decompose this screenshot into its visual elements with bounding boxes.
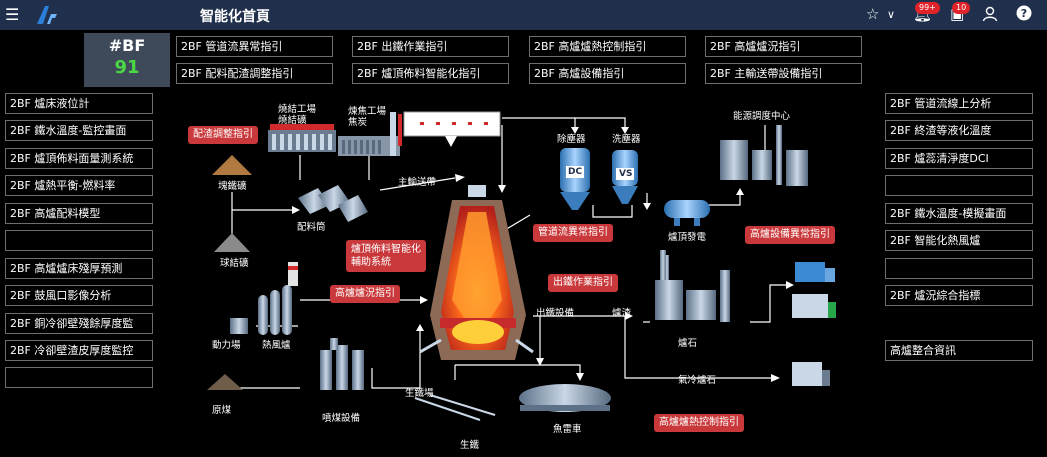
bell-icon[interactable]: 🔔︎ 99+ [913,2,940,23]
svg-text:?: ? [1021,7,1027,20]
callout-burden-top[interactable]: 爐頂佈料智能化 輔助系統 [346,240,426,272]
message-badge: 10 [952,2,971,14]
callout-heat-control[interactable]: 高爐爐熱控制指引 [654,414,744,432]
scrubber-graphic [612,150,638,204]
label-power-plant: 動力場 [212,340,241,351]
top-btn-heat-control[interactable]: 2BF 高爐爐熱控制指引 [529,36,686,57]
pci-equipment-graphic [320,338,364,390]
label-scrubber: 洗塵器 [612,134,641,145]
right-btn-bf-integrated-info[interactable]: 高爐整合資訊 [885,340,1033,361]
left-btn-tuyere-image[interactable]: 2BF 鼓風口影像分析 [5,285,153,306]
truck-top-graphic [792,262,836,386]
slag-plant-graphic [655,250,730,322]
left-btn-burden-model[interactable]: 2BF 高爐配料模型 [5,203,153,224]
arrow-heads [292,127,794,382]
energy-center-graphic [720,125,808,186]
power-plant-graphic [230,318,248,334]
label-vs: VS [619,169,633,179]
chevron-down-icon[interactable]: ∨ [887,8,896,21]
proportioning-bin-graphic [298,185,368,222]
top-btn-bf-condition[interactable]: 2BF 高爐爐況指引 [705,36,862,57]
help-icon[interactable]: ? [1016,5,1032,21]
left-btn-hot-metal-temp-monitor[interactable]: 2BF 鐵水溫度-監控畫面 [5,120,153,141]
right-btn-hot-metal-sim[interactable]: 2BF 鐵水溫度-模擬畫面 [885,203,1033,224]
label-energy-center: 能源調度中心 [733,111,791,122]
label-slag-stone: 爐石 [678,338,698,349]
label-hot-stove: 熱風爐 [262,340,291,351]
label-sinter-plant: 燒結工場 燒結礦 [278,104,317,126]
label-raw-coal: 原煤 [212,405,232,416]
label-coke-plant: 煉焦工場 焦炭 [348,106,387,128]
top-btn-blend-adjust[interactable]: 2BF 配料配渣調整指引 [176,63,333,84]
left-btn-stave-skull[interactable]: 2BF 冷卻壁渣皮厚度監控 [5,340,153,361]
torpedo-car-graphic [519,384,611,412]
right-btn-composite-index[interactable]: 2BF 爐況綜合指標 [885,285,1033,306]
page-title: 智能化首頁 [200,9,270,25]
top-bar: ☰ 智能化首頁 ☆ ∨ 🔔︎ 99+ ▣ 10 ? [0,0,1047,30]
user-icon[interactable] [982,6,998,22]
bf-indicator: #BF 91 [84,33,170,87]
callout-pipe-flow[interactable]: 管道流異常指引 [533,224,613,242]
left-btn-empty-2[interactable] [5,367,153,388]
bf-value: 91 [114,57,140,78]
top-btn-bf-equipment[interactable]: 2BF 高爐設備指引 [529,63,686,84]
notification-badge: 99+ [915,2,940,14]
label-dust-catcher: 除塵器 [557,134,586,145]
lump-ore-pile [212,155,252,175]
label-main-conveyor: 主輸送帶 [398,177,437,188]
callout-tapping[interactable]: 出鐵作業指引 [548,274,618,292]
left-btn-burden-surface[interactable]: 2BF 爐頂佈料面量測系統 [5,148,153,169]
dust-catcher-graphic [560,148,590,210]
raw-coal-pile [207,374,243,390]
left-btn-empty-1[interactable] [5,230,153,251]
label-pci-equipment: 噴煤設備 [322,413,361,424]
sinter-plant-graphic [268,124,336,152]
label-slag: 爐渣 [612,308,632,319]
top-gas-power-graphic [664,200,710,226]
right-btn-dci[interactable]: 2BF 爐蕊清淨度DCI [885,148,1033,169]
label-dc: DC [568,167,583,177]
hot-stove-graphic [258,262,298,335]
callout-blend-adjust[interactable]: 配渣調整指引 [188,126,258,144]
label-cast-house: 生鐵場 [405,388,434,399]
top-btn-pipe-flow[interactable]: 2BF 管道流異常指引 [176,36,333,57]
label-pellet: 球結礦 [220,258,249,269]
control-screen-graphic [398,111,501,147]
right-btn-empty-2[interactable] [885,258,1033,279]
right-btn-pipe-flow-online[interactable]: 2BF 管道流線上分析 [885,93,1033,114]
left-btn-heat-balance[interactable]: 2BF 爐熱平衡-燃料率 [5,175,153,196]
coke-plant-graphic [338,112,400,156]
label-air-cooled-slag: 氣冷爐石 [678,375,717,386]
left-btn-hearth-residual[interactable]: 2BF 高爐爐床殘厚預測 [5,258,153,279]
top-btn-conveyor-equipment[interactable]: 2BF 主輸送帶設備指引 [705,63,862,84]
label-lump-ore: 塊鐵礦 [218,181,247,192]
right-btn-final-slag-temp[interactable]: 2BF 終渣等液化溫度 [885,120,1033,141]
message-icon[interactable]: ▣ 10 [950,2,971,23]
star-icon[interactable]: ☆ [866,5,880,23]
left-btn-hearth-level[interactable]: 2BF 爐床液位計 [5,93,153,114]
label-tapping-equipment: 出鐵設備 [536,308,575,319]
label-pig-iron: 生鐵 [460,440,480,451]
company-logo [37,6,57,24]
pellet-pile [214,233,250,252]
top-btn-burden-top[interactable]: 2BF 爐頂佈料智能化指引 [352,63,509,84]
right-btn-empty-1[interactable] [885,175,1033,196]
hamburger-menu-icon[interactable]: ☰ [5,5,20,24]
label-top-gas-power: 爐頂發電 [668,232,707,243]
label-proportioning-bin: 配料筒 [297,222,326,233]
top-btn-tapping[interactable]: 2BF 出鐵作業指引 [352,36,509,57]
left-btn-copper-stave[interactable]: 2BF 銅冷卻壁殘餘厚度監 [5,313,153,334]
right-btn-smart-hot-stove[interactable]: 2BF 智能化熱風爐 [885,230,1033,251]
label-torpedo-car: 魚雷車 [553,424,582,435]
blast-furnace-graphic [419,185,534,360]
bf-label: #BF [108,36,146,55]
callout-equipment[interactable]: 高爐設備異常指引 [745,226,835,244]
callout-bf-condition[interactable]: 高爐爐況指引 [330,285,400,303]
cast-house-graphic [414,394,496,421]
